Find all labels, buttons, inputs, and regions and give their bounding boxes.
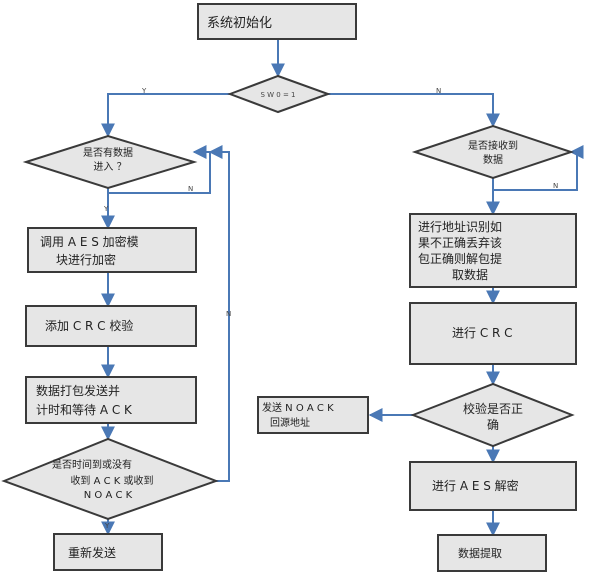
verify-label-2: 确: [487, 418, 499, 432]
edge-label-sw-no: N: [436, 87, 441, 95]
edge-label-timeout-yes: Y: [104, 522, 110, 530]
send-noack-label-2: 回源地址: [270, 416, 310, 429]
has-data-label-2: 进入 ？: [93, 161, 126, 173]
extract-box: [437, 534, 547, 572]
aes-encrypt-label-2: 块进行加密: [56, 252, 116, 267]
edge-has-no-loop: [107, 145, 211, 194]
aes-decrypt-box: [409, 461, 577, 511]
sw-label: S W 0 = 1: [260, 91, 295, 99]
add-crc-label: 添加 C R C 校验: [45, 318, 133, 333]
pack-send-box: [25, 376, 197, 424]
init-box: [197, 3, 357, 40]
edge-timeout-no: [208, 145, 230, 482]
init-label: 系统初始化: [207, 16, 272, 31]
resend-box: [53, 533, 163, 571]
timeout-decision: [1, 437, 219, 521]
resend-label: 重新发送: [68, 545, 116, 560]
recv-label-1: 是否接收到: [468, 139, 518, 152]
recv-label-2: 数据: [483, 153, 503, 166]
addr-check-label-4: 取数据: [452, 267, 488, 282]
verify-label-1: 校验是否正: [463, 401, 523, 416]
send-noack-label-1: 发送 N O A C K: [262, 401, 334, 414]
crc-run-label: 进行 C R C: [452, 326, 513, 340]
aes-encrypt-box: [27, 227, 197, 273]
verify-decision: [410, 382, 575, 448]
has-data-label-1: 是否有数据: [83, 146, 133, 159]
send-noack-box: [257, 396, 369, 434]
timeout-label-3: N O A C K: [84, 490, 133, 501]
recv-decision: [411, 124, 575, 180]
edge-label-recv-no: N: [553, 182, 558, 190]
edge-label-has-yes: Y: [103, 205, 109, 213]
pack-send-label-1: 数据打包发送并: [36, 383, 120, 398]
edge-sw-no: [328, 93, 500, 128]
edge-sw-yes: [101, 93, 230, 138]
addr-check-box: [409, 213, 577, 288]
has-data-decision: [22, 134, 198, 190]
timeout-label-2: 收到 A C K 或收到: [70, 474, 153, 487]
aes-encrypt-label-1: 调用 A E S 加密模: [40, 234, 139, 249]
aes-decrypt-label: 进行 A E S 解密: [432, 478, 519, 493]
crc-run-box: [409, 302, 577, 365]
sw-decision: [227, 74, 331, 114]
addr-check-label-3: 包正确则解包提: [418, 251, 502, 266]
edge-label-has-no: N: [188, 185, 193, 193]
pack-send-label-2: 计时和等待 A C K: [36, 403, 133, 417]
add-crc-box: [25, 305, 197, 347]
addr-check-label-1: 进行地址识别如: [418, 219, 502, 234]
extract-label: 数据提取: [458, 546, 502, 560]
edge-label-timeout-no: N: [226, 310, 231, 318]
addr-check-label-2: 果不正确丢弃该: [418, 235, 502, 250]
edge-label-sw-yes: Y: [141, 87, 147, 95]
timeout-label-1: 是否时间到或没有: [52, 458, 132, 471]
edge-recv-no-loop: [492, 145, 584, 191]
